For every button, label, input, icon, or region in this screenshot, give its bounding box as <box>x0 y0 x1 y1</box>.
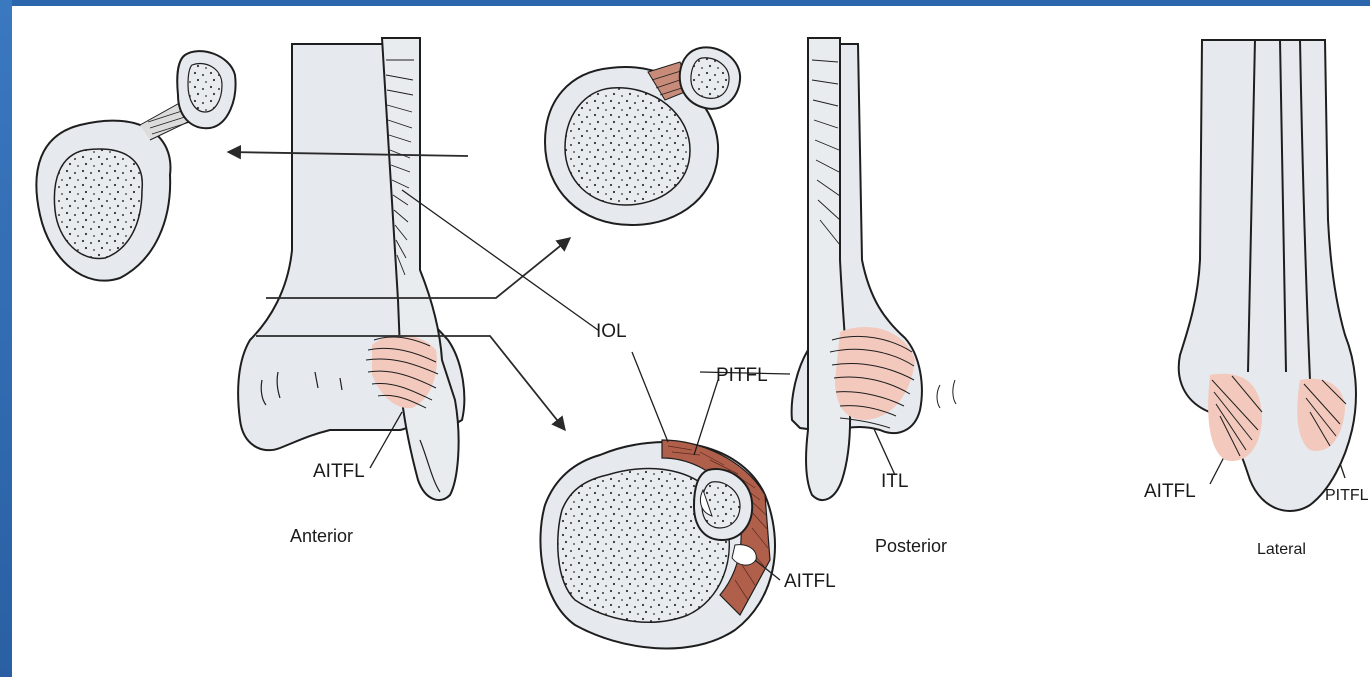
cross-section-upper-left <box>36 51 235 281</box>
lateral-view <box>1179 40 1356 511</box>
label-aitfl-lateral: AITFL <box>1144 482 1196 501</box>
label-aitfl-anterior: AITFL <box>313 462 365 481</box>
caption-lateral: Lateral <box>1257 542 1306 558</box>
posterior-view <box>792 38 956 500</box>
anterior-view <box>238 38 464 500</box>
label-iol: IOL <box>596 322 627 341</box>
caption-anterior: Anterior <box>290 527 353 545</box>
label-aitfl-cross-section: AITFL <box>784 572 836 591</box>
label-pitfl-posterior: PITFL <box>716 366 768 385</box>
cross-section-upper-middle <box>545 47 740 225</box>
label-pitfl-lateral: PITFL <box>1325 488 1369 504</box>
caption-posterior: Posterior <box>875 537 947 555</box>
cross-section-lower <box>540 440 775 649</box>
label-itl: ITL <box>881 472 908 491</box>
